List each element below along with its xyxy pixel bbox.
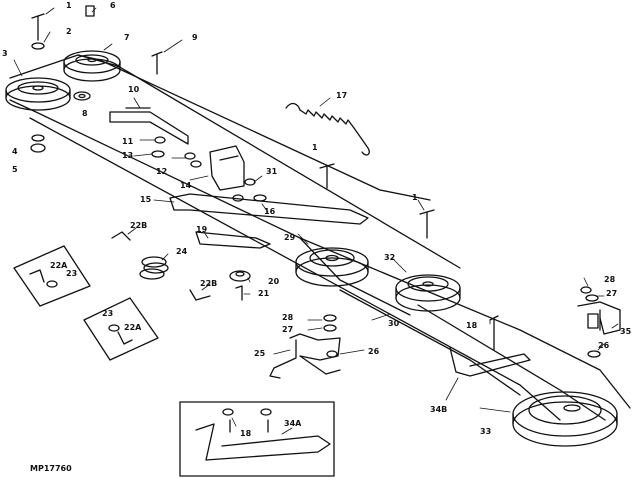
spacer-6 [85,5,95,17]
inset-23-22A-lower [83,297,159,361]
callout-24: 24 [176,247,188,256]
inset-22A-23-upper [13,245,91,307]
spring-24 [139,256,169,280]
pulley-29 [295,247,369,287]
leader-lines [13,7,619,435]
callout-23: 23 [66,269,78,278]
bolt-18 [489,315,499,351]
callout-15: 15 [140,195,152,204]
callout-31: 31 [266,167,278,176]
pulley-33 [512,391,618,447]
callout-27-right: 27 [606,289,618,298]
callout-17: 17 [336,91,348,100]
bolt-1 [31,13,45,50]
bolt-9 [151,51,163,75]
small-parts-11-13 [151,136,202,168]
bracket-10 [109,107,189,145]
washers-4-5 [30,134,46,153]
callout-13: 13 [122,151,134,160]
callout-22B-lower: 22B [200,279,218,288]
callout-1-center: 1 [312,143,318,152]
callout-33: 33 [480,427,492,436]
belt-guide-25 [269,333,341,379]
callout-34A: 34A [284,419,302,428]
callout-22A-lower: 22A [124,323,142,332]
callout-10: 10 [128,85,140,94]
callout-22B: 22B [130,221,148,230]
callout-29: 29 [284,233,296,242]
parts-20-21-22B [111,231,251,301]
figure-code: MP17760 [30,464,72,473]
callout-9: 9 [192,33,198,42]
idler-arm-15 [169,193,369,249]
callout-4: 4 [12,147,18,156]
pulley-3 [5,77,71,111]
drive-belt-33 [9,54,631,421]
belt-guide-34B [449,347,531,377]
inset-18-34A [179,401,335,477]
callout-34B: 34B [430,405,448,414]
callout-1-right: 1 [412,193,418,202]
callout-2: 2 [66,27,72,36]
nut-26-mid [326,350,338,358]
bracket-14 [209,145,245,191]
callout-25: 25 [254,349,266,358]
pulley-32 [395,274,461,312]
callout-23-lower: 23 [102,309,114,318]
parts-26-27-28-right [580,286,601,358]
callout-18: 18 [466,321,478,330]
callout-6: 6 [110,1,116,10]
callout-18-inset: 18 [240,429,252,438]
callout-21: 21 [258,289,270,298]
callout-8: 8 [82,109,88,118]
callout-20: 20 [268,277,280,286]
callout-5: 5 [12,165,18,174]
callout-28: 28 [282,313,294,322]
callout-22A: 22A [50,261,68,270]
pulley-7 [63,50,121,82]
callout-11: 11 [122,137,134,146]
callout-3: 3 [2,49,8,58]
callout-7: 7 [124,33,130,42]
callout-26-right: 26 [598,341,610,350]
callout-27: 27 [282,325,294,334]
callout-14: 14 [180,181,192,190]
callout-1: 1 [66,1,72,10]
callout-16: 16 [264,207,276,216]
washer-8 [73,91,91,101]
callout-12: 12 [156,167,168,176]
callout-19: 19 [196,225,208,234]
parts-27-28-mid [323,314,337,332]
callout-30: 30 [388,319,400,328]
bolt-1-center [319,163,435,239]
belt-guide-35 [577,301,621,335]
callout-32: 32 [384,253,396,262]
spring-17 [285,102,370,156]
callout-35: 35 [620,327,632,336]
callout-26: 26 [368,347,380,356]
parts-16-31 [232,178,267,202]
callout-28-right: 28 [604,275,616,284]
